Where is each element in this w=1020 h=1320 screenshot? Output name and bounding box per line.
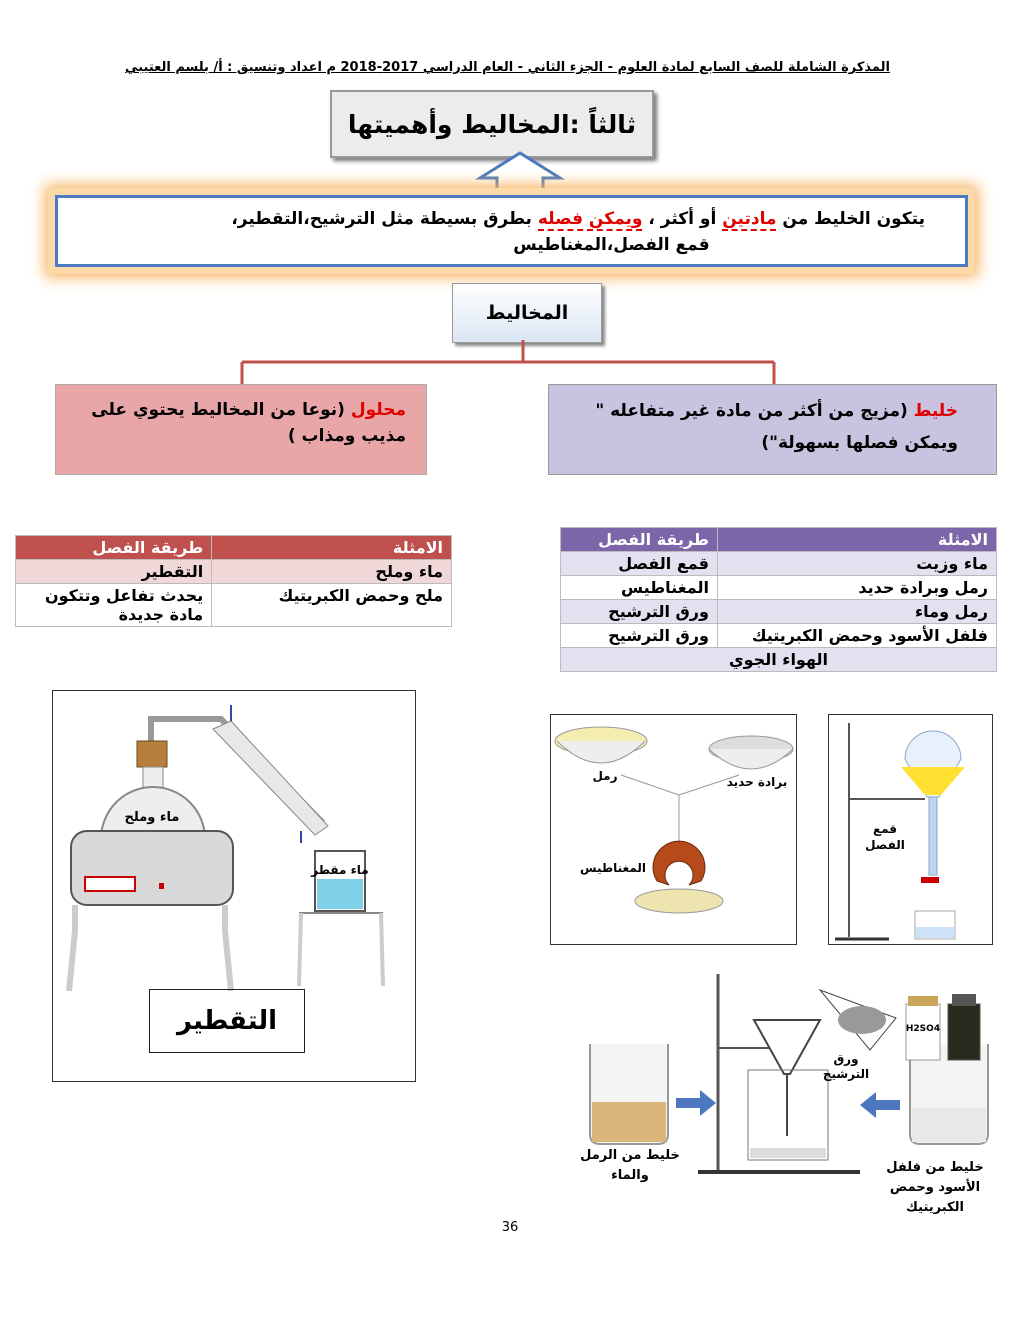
separating-funnel-icon [835, 723, 965, 941]
table-row: رمل وماء ورق الترشيح [560, 599, 998, 624]
filter-paper-label: ورق الترشيح [822, 1052, 870, 1081]
definition-highlight: ويمكن فصله [537, 209, 643, 231]
distillation-apparatus-icon [66, 705, 385, 992]
solution-definition: محلول (نوعا من المخاليط يحتوي على مذيب و… [55, 384, 427, 475]
definition-text: يتكون الخليط من [776, 209, 925, 229]
table-cell: التقطير [14, 559, 213, 584]
table-cell: الهواء الجوي [560, 647, 997, 672]
magnet-separation-icon [554, 726, 794, 914]
distillation-caption: التقطير [149, 989, 305, 1053]
table-row: رمل وبرادة حديد المغناطيس [560, 575, 998, 600]
definition-text: بطرق بسيطة مثل الترشيح،التقطير، [231, 209, 538, 229]
table-cell: قمع الفصل [560, 551, 718, 576]
sand-water-label: خليط من الرمل والماء [580, 1148, 680, 1183]
mixtures-box: المخاليط [452, 283, 602, 343]
table-row: الهواء الجوي [560, 647, 997, 672]
table-cell: رمل وبرادة حديد [716, 575, 998, 600]
table-cell: ماء وملح [211, 559, 452, 584]
separating-funnel-figure: قمع الفصل [828, 714, 993, 945]
iron-filings-label: برادة حديد [726, 775, 788, 789]
filtration-figure: H2SO4 ورق الترشيح خليط من الرمل والماء خ… [570, 960, 1000, 1215]
solution-description: (نوعا من المخاليط يحتوي على مذيب ومذاب ) [91, 400, 406, 446]
pepper-acid-label: خليط من فلفل الأسود وحمض الكبريتيك [886, 1160, 984, 1215]
up-arrow-icon [475, 151, 565, 200]
solution-table: الامثلة طريقة الفصل ماء وملح التقطير ملح… [14, 535, 452, 627]
table-cell: ماء وزيت [716, 551, 998, 576]
funnel-label: قمع الفصل [865, 822, 905, 852]
section-title: ثالثاً :المخاليط وأهميتها [330, 90, 654, 158]
magnet-separation-figure: رمل برادة حديد المغناطيس [550, 714, 797, 945]
column-header: الامثلة [211, 535, 452, 560]
table-cell: يحدث تفاعل وتتكون مادة جديدة [14, 583, 213, 627]
table-row: ملح وحمض الكبريتيك يحدث تفاعل وتتكون ماد… [14, 583, 452, 627]
distillation-figure: ماء وملح ماء مقطر التقطير [52, 690, 416, 1082]
page-header: المذكرة الشاملة للصف السابع لمادة العلوم… [125, 60, 890, 75]
flask-label: ماء وملح [124, 810, 180, 825]
definition-box: يتكون الخليط من مادتين أو أكثر ، ويمكن ف… [55, 195, 968, 267]
beaker-label: ماء مقطر [311, 863, 369, 877]
table-cell: ورق الترشيح [560, 599, 718, 624]
mixture-description: (مزيج من أكثر من مادة غير متفاعله " ويمك… [595, 401, 958, 453]
table-row: ماء وملح التقطير [14, 559, 452, 584]
table-cell: ورق الترشيح [560, 623, 718, 648]
filtration-apparatus-icon [589, 974, 989, 1174]
sand-label: رمل [592, 769, 618, 783]
table-row: ماء وزيت قمع الفصل [560, 551, 998, 576]
tree-connector [240, 340, 776, 386]
solution-term: محلول [350, 400, 406, 420]
mixture-definition: خليط (مزيج من أكثر من مادة غير متفاعله "… [548, 384, 997, 475]
table-row: فلفل الأسود وحمض الكبريتيك ورق الترشيح [560, 623, 998, 648]
bottle-label: H2SO4 [905, 1024, 941, 1034]
definition-text: أو أكثر ، [642, 209, 723, 229]
table-cell: رمل وماء [716, 599, 998, 624]
column-header: طريقة الفصل [14, 535, 213, 560]
table-cell: فلفل الأسود وحمض الكبريتيك [716, 623, 998, 648]
table-cell: ملح وحمض الكبريتيك [211, 583, 452, 627]
definition-highlight: مادتين [722, 209, 777, 231]
mixture-term: خليط [913, 401, 958, 421]
column-header: طريقة الفصل [560, 527, 718, 552]
column-header: الامثلة [716, 527, 998, 552]
definition-text: قمع الفصل،المغناطيس [513, 235, 710, 255]
table-cell: المغناطيس [560, 575, 718, 600]
magnet-label: المغناطيس [579, 861, 646, 875]
page-number: 36 [501, 1220, 519, 1235]
mixture-table: الامثلة طريقة الفصل ماء وزيت قمع الفصل ر… [560, 527, 998, 672]
